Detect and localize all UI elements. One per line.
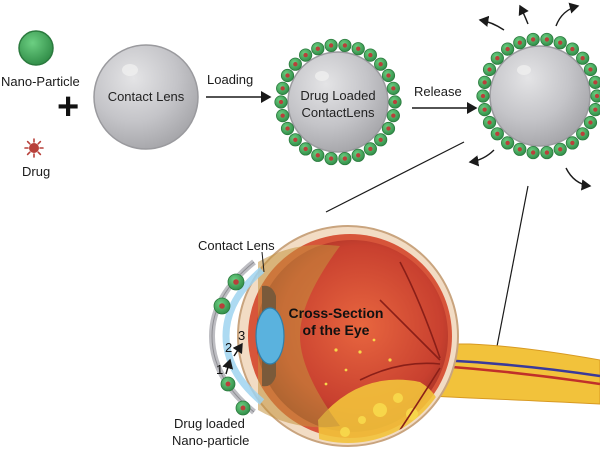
drug-nanoparticle (299, 142, 313, 156)
drug-nanoparticle (490, 127, 504, 141)
contact-lens (93, 44, 199, 150)
drug-nanoparticle (540, 32, 554, 47)
drug-nanoparticle (386, 81, 400, 95)
drug-nanoparticle (280, 68, 295, 83)
drug-nanoparticle (553, 142, 567, 156)
nanoparticle-ring-releasing (476, 32, 600, 160)
drug-nanoparticle (513, 36, 527, 50)
cornea (222, 267, 265, 405)
drug-nanoparticle (213, 297, 231, 315)
drug-nanoparticle (363, 142, 377, 156)
drug-nanoparticle (338, 151, 352, 166)
drug-nanoparticle (540, 145, 554, 160)
drug-nanoparticle (274, 95, 288, 109)
releasing-lens (489, 45, 591, 147)
contact-lens-label: Contact Lens (108, 89, 185, 104)
drug-nanoparticle (526, 32, 540, 47)
drug-loaded-label-line1: Drug Loaded (300, 88, 375, 103)
drug-nanoparticle (381, 68, 396, 83)
drug-nanoparticle (299, 48, 313, 62)
drug-nanoparticle (363, 48, 377, 62)
drug-nanoparticle (311, 42, 325, 56)
eye-nanoparticle-label-line2: Nano-particle (172, 433, 249, 448)
drug-loaded-lens (287, 51, 389, 153)
eye-contact-lens-label: Contact Lens (198, 238, 275, 253)
release-arrows (468, 2, 592, 191)
nanoparticle-legend-icon (18, 30, 54, 66)
drug-nanoparticle (501, 42, 515, 56)
drug-nanoparticle (351, 42, 365, 56)
plus-sign: + (57, 86, 79, 128)
drug-nanoparticle (351, 148, 365, 162)
step-arrow-1 (222, 358, 234, 375)
drug-nanoparticle (324, 151, 338, 166)
drug-nanoparticle (565, 136, 579, 150)
step-3-label: 3 (238, 328, 245, 343)
drug-nanoparticle (490, 51, 504, 65)
drug-nanoparticle (588, 75, 600, 89)
drug-nanoparticle (386, 109, 400, 123)
drug-nanoparticle (324, 38, 338, 53)
drug-nanoparticle (526, 145, 540, 160)
drug-nanoparticle (553, 36, 567, 50)
eye-lens (255, 307, 285, 365)
zoom-line-left (325, 141, 465, 213)
step-1-label: 1 (216, 362, 223, 377)
drug-nanoparticle (576, 51, 590, 65)
drug-nanoparticle (288, 133, 302, 147)
loading-label: Loading (207, 72, 253, 87)
drug-nanoparticle (478, 103, 492, 117)
drug-nanoparticle (276, 109, 290, 123)
eye-nanoparticles (213, 273, 251, 416)
drug-legend-label: Drug (22, 164, 50, 179)
step-2-label: 2 (225, 340, 232, 355)
drug-nanoparticle (388, 95, 402, 109)
drug-nanoparticle (588, 103, 600, 117)
eye-nanoparticle-label-line1: Drug loaded (174, 416, 245, 431)
drug-nanoparticle (227, 273, 245, 291)
eye-cross-section (208, 225, 600, 447)
release-label: Release (414, 84, 462, 99)
step-arrow-2 (232, 342, 243, 357)
drug-nanoparticle (220, 376, 236, 392)
drug-nanoparticle (576, 127, 590, 141)
eye-contact-lens-pointer (261, 251, 265, 273)
nanoparticle-legend-label: Nano-Particle (1, 74, 80, 89)
eye-title-line2: of the Eye (303, 322, 370, 338)
nanoparticle-ring-loaded (274, 38, 402, 166)
drug-nanoparticle (501, 136, 515, 150)
drug-nanoparticle (311, 148, 325, 162)
drug-nanoparticle (381, 121, 396, 136)
drug-nanoparticle (280, 121, 295, 136)
drug-legend-icon (24, 138, 44, 158)
drug-nanoparticle (513, 142, 527, 156)
drug-nanoparticle (583, 62, 598, 77)
drug-nanoparticle (288, 57, 302, 71)
drug-nanoparticle (482, 115, 497, 130)
drug-nanoparticle (590, 89, 600, 103)
drug-nanoparticle (482, 62, 497, 77)
eye-title-line1: Cross-Section (289, 305, 384, 321)
drug-nanoparticle (276, 81, 290, 95)
drug-nanoparticle (235, 400, 251, 416)
drug-loaded-label-line2: ContactLens (302, 105, 375, 120)
drug-nanoparticle (478, 75, 492, 89)
drug-nanoparticle (374, 133, 388, 147)
drug-nanoparticle (338, 38, 352, 53)
drug-nanoparticle (374, 57, 388, 71)
drug-nanoparticle (583, 115, 598, 130)
drug-nanoparticle (476, 89, 490, 103)
drug-nanoparticle (565, 42, 579, 56)
